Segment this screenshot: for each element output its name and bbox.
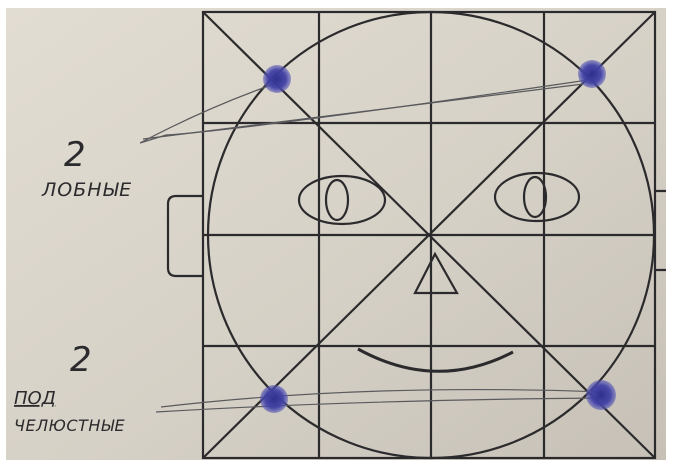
blue-dot-icon [260,385,288,413]
lower-label-line1: ПОД [14,388,56,409]
blue-dot-icon [586,380,616,410]
lower-label-line2: ЧЕЛЮСТНЫЕ [14,416,125,435]
lower-count: 2 [70,340,92,380]
blue-dot-icon [578,60,606,88]
frontal-label: ЛОБНЫЕ [41,179,132,201]
face-diagram-photo: 2 ЛОБНЫЕ 2 ПОД ЧЕЛЮСТНЫЕ [6,8,666,460]
blue-dot-icon [263,65,291,93]
frontal-count: 2 [64,135,86,175]
